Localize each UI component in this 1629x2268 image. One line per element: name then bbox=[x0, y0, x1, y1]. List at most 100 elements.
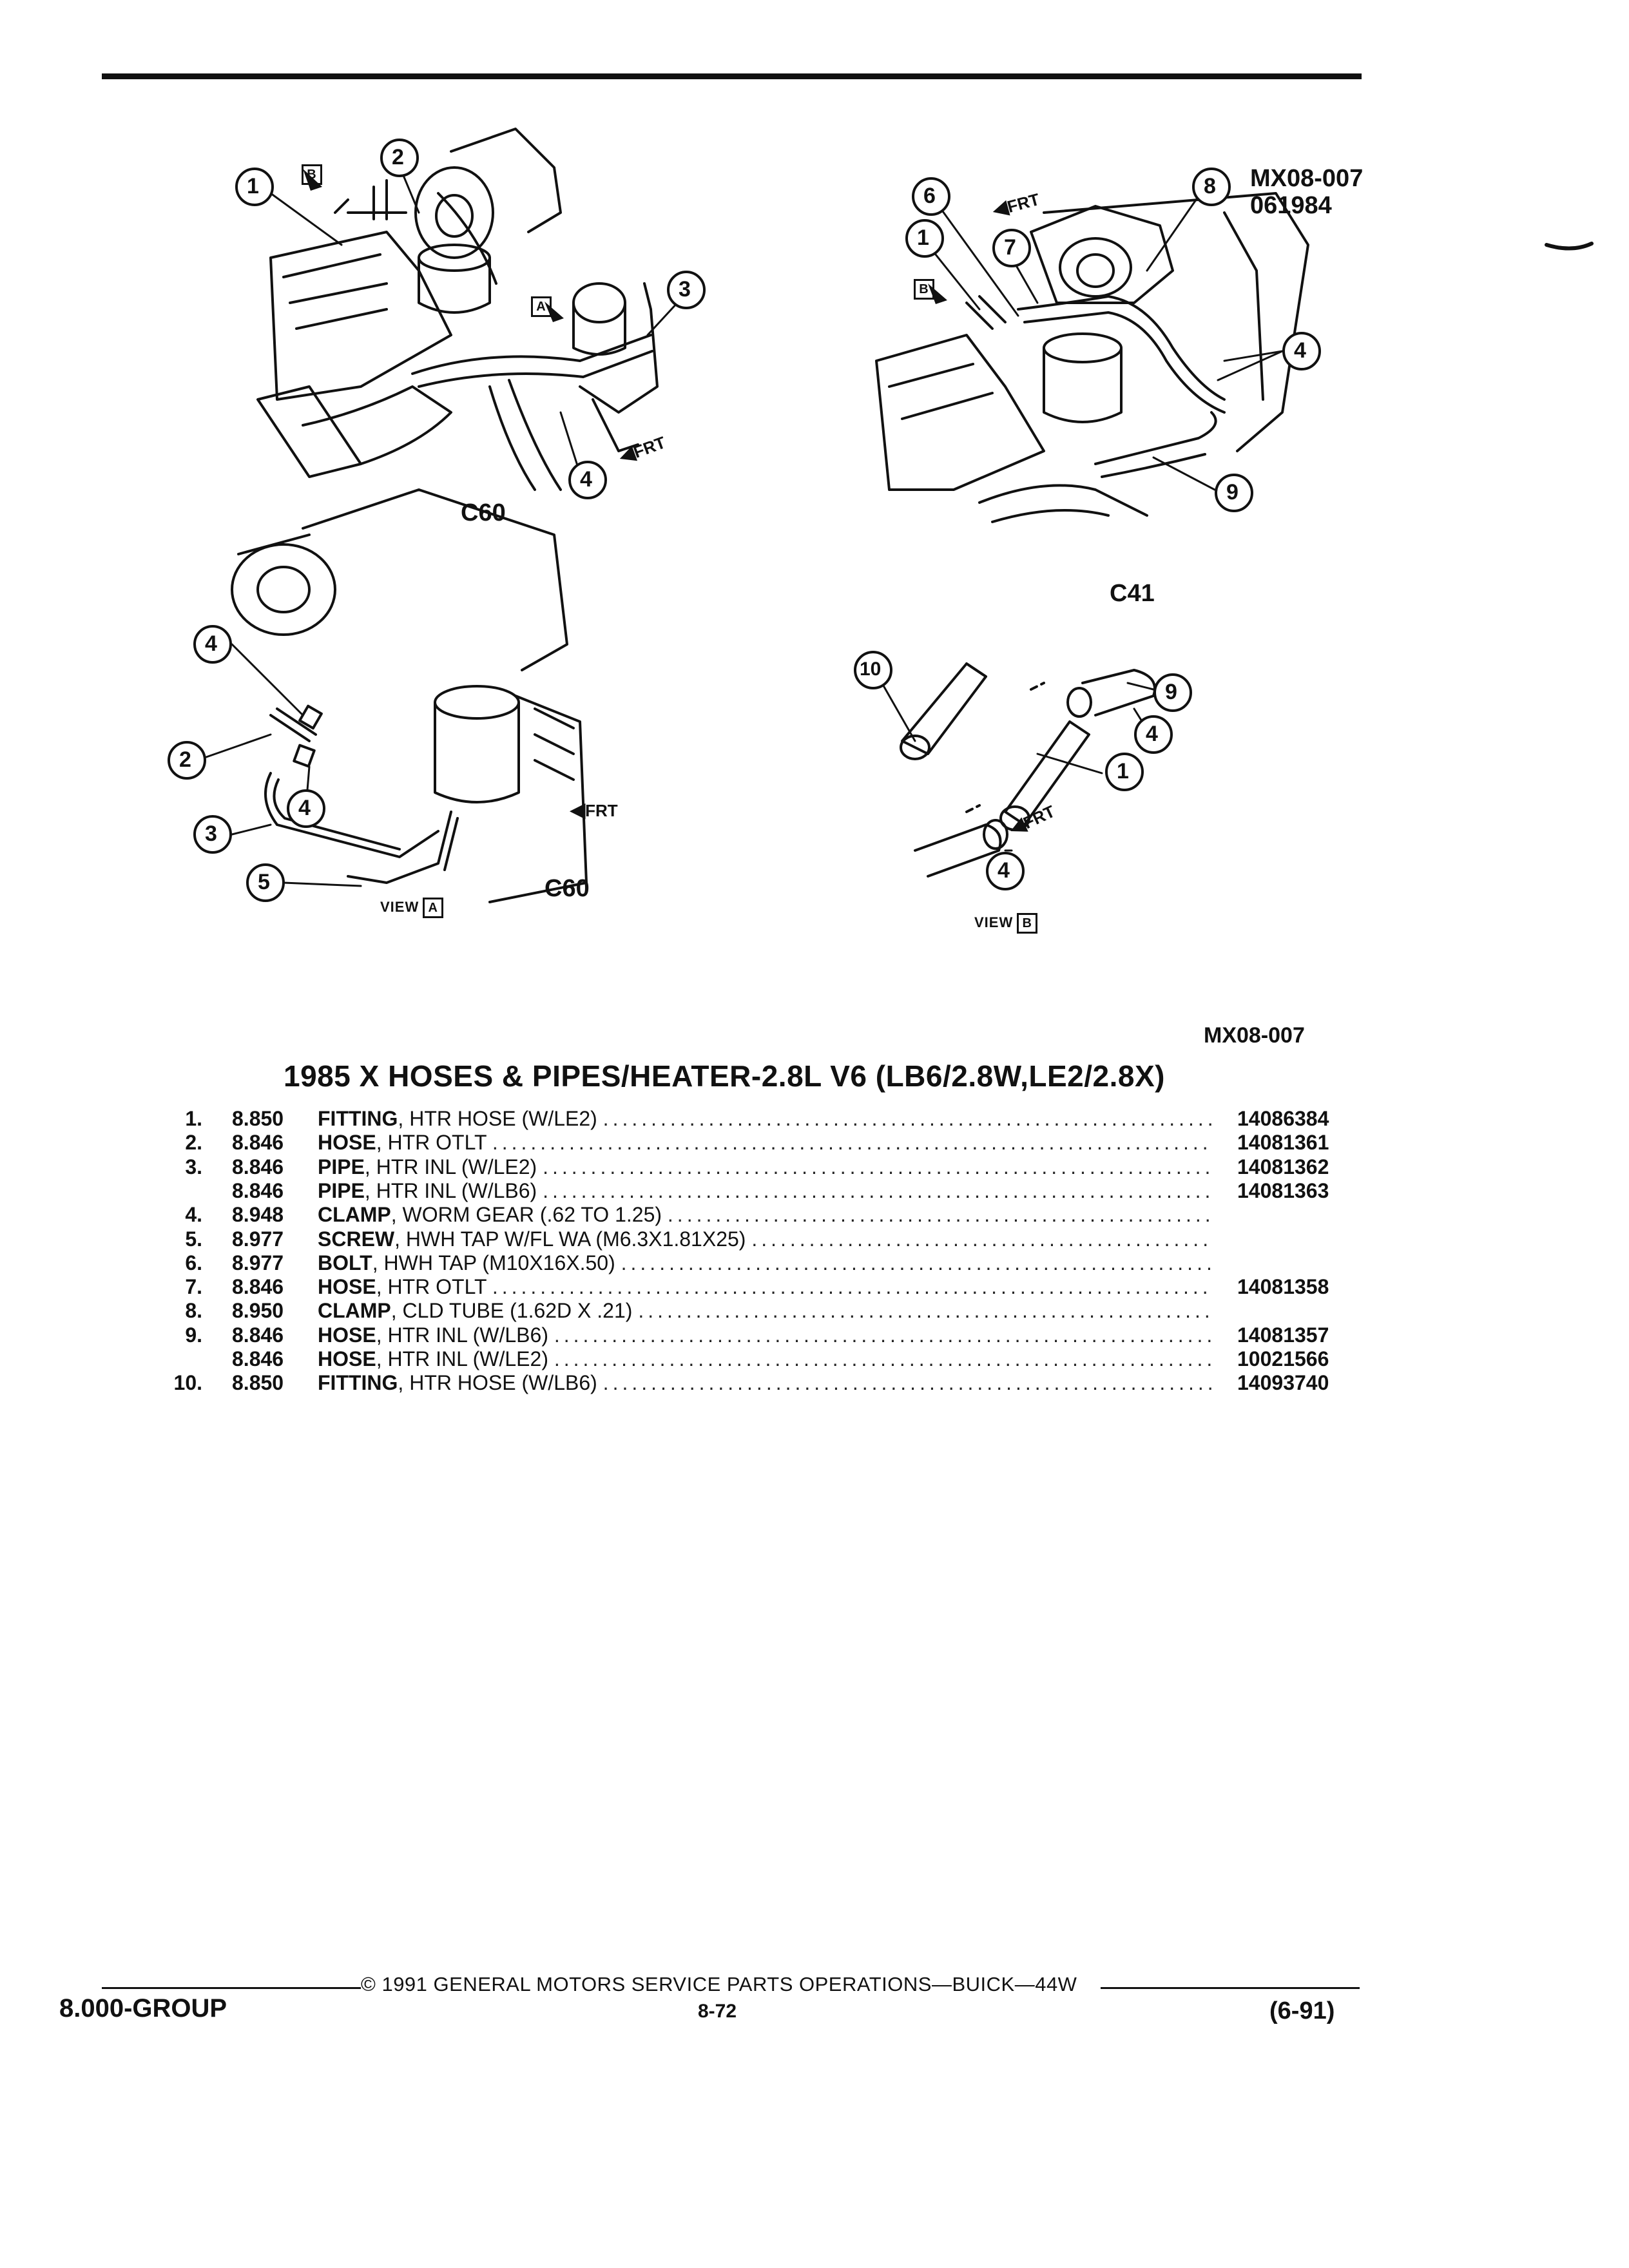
part-name: HOSE bbox=[318, 1347, 376, 1370]
part-name: BOLT bbox=[318, 1251, 372, 1274]
group-number: 8.846 bbox=[232, 1155, 284, 1178]
part-detail: , HTR INL (W/LE2) bbox=[376, 1347, 548, 1370]
label-c60-bottom: C60 bbox=[545, 875, 590, 902]
arrow-mark-b: B bbox=[910, 279, 934, 300]
callout-1: 1 bbox=[1117, 759, 1129, 783]
part-number: 14081361 bbox=[1237, 1131, 1329, 1155]
footer-rule-left bbox=[102, 1987, 361, 1989]
callout-2: 2 bbox=[392, 145, 404, 169]
part-name: FITTING bbox=[318, 1107, 398, 1130]
figure-ref: MX08-007 bbox=[1250, 165, 1364, 192]
part-number: 14086384 bbox=[1237, 1107, 1329, 1130]
group-number: 8.846 bbox=[232, 1131, 284, 1155]
exploded-diagram bbox=[168, 128, 1594, 903]
part-detail: , HTR INL (W/LE2) bbox=[364, 1155, 537, 1178]
page-title: 1985 X HOSES & PIPES/HEATER-2.8L V6 (LB6… bbox=[284, 1059, 1165, 1093]
part-description: BOLT, HWH TAP (M10X16X.50) .............… bbox=[318, 1251, 1213, 1275]
part-name: HOSE bbox=[318, 1131, 376, 1155]
leader-dots: ........................................… bbox=[751, 1227, 1213, 1251]
part-name: CLAMP bbox=[318, 1299, 391, 1323]
part-detail: , HTR OTLT bbox=[376, 1275, 487, 1299]
group-number: 8.950 bbox=[232, 1299, 284, 1323]
callout-2: 2 bbox=[179, 747, 191, 772]
part-description: FITTING, HTR HOSE (W/LB6) ..............… bbox=[318, 1371, 1213, 1395]
part-name: HOSE bbox=[318, 1323, 376, 1347]
leader-dots: ........................................… bbox=[543, 1178, 1213, 1202]
callout-6: 6 bbox=[923, 184, 936, 208]
callout-5: 5 bbox=[258, 870, 270, 894]
engine-c41 bbox=[875, 192, 1309, 523]
leader-dots: ........................................… bbox=[621, 1251, 1213, 1274]
callout-4: 4 bbox=[580, 467, 592, 492]
group-number: 8.977 bbox=[232, 1251, 284, 1274]
callout-1: 1 bbox=[917, 226, 929, 250]
engine-c60-top bbox=[256, 128, 659, 491]
item-number: 6. bbox=[185, 1251, 202, 1274]
item-number: 2. bbox=[185, 1131, 202, 1155]
part-name: CLAMP bbox=[318, 1203, 391, 1227]
part-detail: , HTR HOSE (W/LE2) bbox=[398, 1107, 597, 1130]
item-number: 5. bbox=[185, 1227, 202, 1251]
part-description: CLAMP, CLD TUBE (1.62D X .21) ..........… bbox=[318, 1299, 1213, 1323]
item-number: 8. bbox=[185, 1299, 202, 1323]
part-detail: , HTR INL (W/LB6) bbox=[364, 1178, 537, 1202]
part-detail: , HTR INL (W/LB6) bbox=[376, 1323, 548, 1347]
part-number: 14081357 bbox=[1237, 1323, 1329, 1347]
part-name: PIPE bbox=[318, 1178, 365, 1202]
part-number: 14081362 bbox=[1237, 1155, 1329, 1178]
callout-4: 4 bbox=[998, 858, 1010, 883]
part-detail: , HWH TAP W/FL WA (M6.3X1.81X25) bbox=[394, 1227, 746, 1251]
part-detail: , CLD TUBE (1.62D X .21) bbox=[390, 1299, 633, 1323]
part-description: PIPE, HTR INL (W/LE2) ..................… bbox=[318, 1155, 1213, 1179]
leader-dots: ........................................… bbox=[602, 1107, 1213, 1130]
part-number: 14093740 bbox=[1237, 1371, 1329, 1395]
part-detail: , WORM GEAR (.62 TO 1.25) bbox=[390, 1203, 662, 1227]
label-c41: C41 bbox=[1110, 580, 1155, 607]
group-number: 8.846 bbox=[232, 1347, 284, 1370]
group-number: 8.846 bbox=[232, 1178, 284, 1202]
leader-dots: ........................................… bbox=[602, 1371, 1213, 1395]
item-number: 10. bbox=[173, 1371, 202, 1395]
part-name: HOSE bbox=[318, 1275, 376, 1299]
group-number: 8.977 bbox=[232, 1227, 284, 1251]
item-number: 1. bbox=[185, 1107, 202, 1130]
leader-dots: ........................................… bbox=[554, 1347, 1213, 1370]
callout-4: 4 bbox=[205, 631, 217, 656]
part-detail: , HWH TAP (M10X16X.50) bbox=[372, 1251, 615, 1274]
leader-dots: ........................................… bbox=[638, 1299, 1213, 1323]
leader-dots: ........................................… bbox=[667, 1203, 1213, 1227]
group-number: 8.948 bbox=[232, 1203, 284, 1227]
part-detail: , HTR HOSE (W/LB6) bbox=[398, 1371, 597, 1395]
part-description: CLAMP, WORM GEAR (.62 TO 1.25) .........… bbox=[318, 1203, 1213, 1227]
callout-7: 7 bbox=[1004, 235, 1016, 260]
part-description: HOSE, HTR OTLT .........................… bbox=[318, 1131, 1213, 1155]
leader-dots: ........................................… bbox=[492, 1275, 1213, 1299]
copyright: © 1991 GENERAL MOTORS SERVICE PARTS OPER… bbox=[361, 1973, 1077, 1995]
part-number: 14081363 bbox=[1237, 1178, 1329, 1202]
group-label: 8.000-GROUP bbox=[59, 1994, 227, 2023]
part-name: FITTING bbox=[318, 1371, 398, 1395]
callout-10: 10 bbox=[860, 658, 882, 680]
binding-marks bbox=[1545, 242, 1594, 251]
reference-code: MX08-007 bbox=[1204, 1023, 1305, 1048]
figure-date: 061984 bbox=[1250, 192, 1332, 219]
part-description: HOSE, HTR INL (W/LE2) ..................… bbox=[318, 1347, 1213, 1371]
leader-dots: ........................................… bbox=[543, 1155, 1213, 1178]
callout-9: 9 bbox=[1165, 680, 1177, 704]
revision-date: (6-91) bbox=[1269, 1997, 1335, 2024]
part-description: HOSE, HTR INL (W/LB6) ..................… bbox=[318, 1323, 1213, 1347]
part-detail: , HTR OTLT bbox=[376, 1131, 487, 1155]
callout-8: 8 bbox=[1204, 174, 1216, 198]
callout-circles bbox=[168, 139, 1321, 902]
item-number: 7. bbox=[185, 1275, 202, 1299]
view-a-assembly bbox=[231, 488, 588, 903]
item-number: 3. bbox=[185, 1155, 202, 1178]
front-marker: ◀FRT bbox=[570, 800, 618, 821]
part-description: HOSE, HTR OTLT .........................… bbox=[318, 1275, 1213, 1299]
callout-3: 3 bbox=[205, 822, 217, 846]
callout-9: 9 bbox=[1226, 480, 1239, 505]
part-name: SCREW bbox=[318, 1227, 395, 1251]
group-number: 8.846 bbox=[232, 1323, 284, 1347]
